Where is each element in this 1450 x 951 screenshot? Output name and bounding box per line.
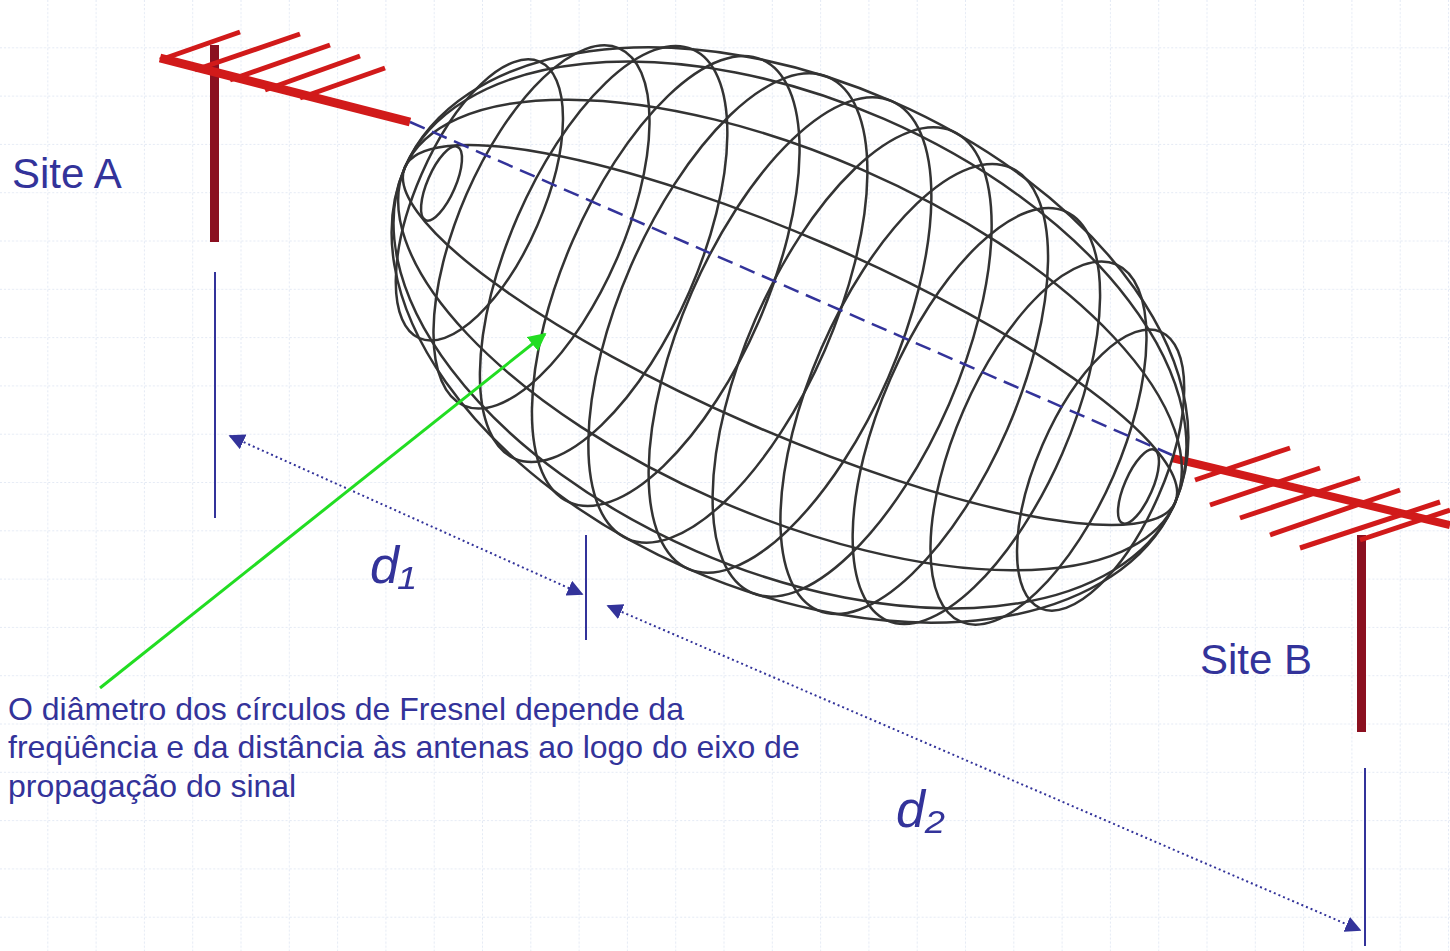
wireframe-stroke <box>303 0 1277 736</box>
site-label: Site A <box>12 150 122 198</box>
wireframe-stroke <box>982 307 1218 634</box>
wireframe-stroke <box>361 36 597 363</box>
leader-arrow <box>100 334 545 688</box>
antenna-a <box>160 32 410 242</box>
wireframe-stroke <box>429 12 779 496</box>
wireframe-stroke <box>366 78 1214 592</box>
propagation-axis <box>410 122 1172 455</box>
wireframe-stroke <box>333 2 1247 668</box>
antenna-b <box>1172 448 1450 732</box>
dimension-label: d₂ <box>896 780 945 840</box>
dimension-lines <box>215 272 1365 946</box>
fresnel-ellipsoid <box>303 0 1277 736</box>
dimension-label: d₁ <box>370 536 415 596</box>
site-label: Site B <box>1200 636 1312 684</box>
callout-note: O diâmetro dos círculos de Fresnel depen… <box>8 690 808 805</box>
wireframe-stroke <box>725 127 1103 651</box>
wireframe-stroke <box>531 35 926 581</box>
wireframe-stroke <box>413 141 471 226</box>
wireframe-stroke <box>311 0 1269 719</box>
wireframe-stroke <box>477 19 855 543</box>
wireframe-stroke <box>1110 444 1168 529</box>
